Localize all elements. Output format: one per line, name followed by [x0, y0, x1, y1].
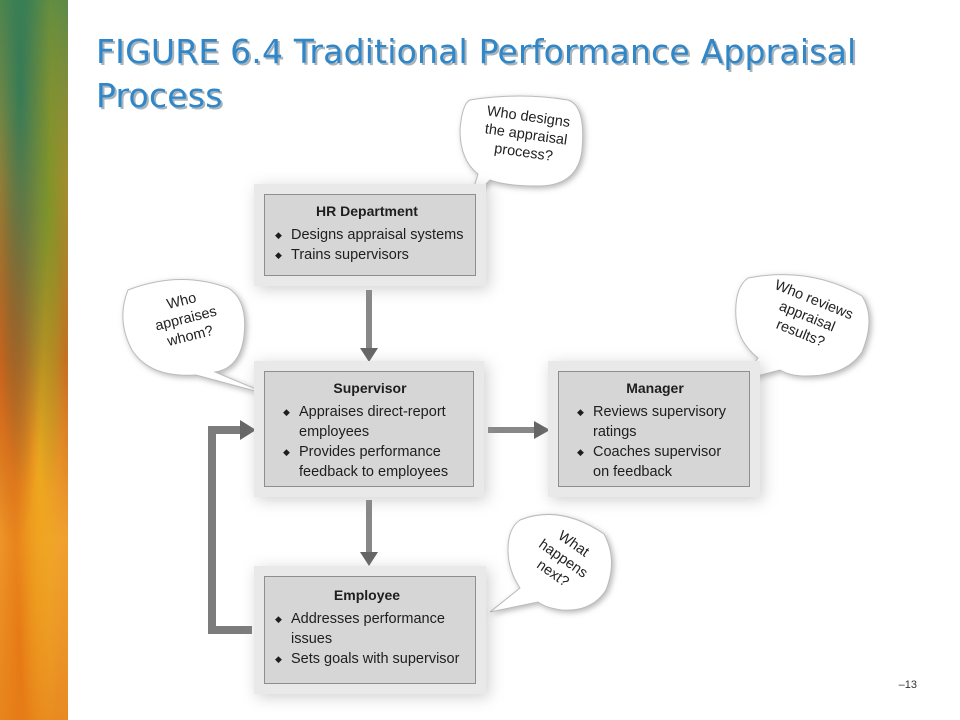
supervisor-item: Appraises direct-report employees: [277, 402, 463, 442]
employee-item: Addresses performance issues: [269, 609, 465, 649]
arrow-supervisor-to-manager: [488, 421, 550, 439]
employee-item: Sets goals with supervisor: [269, 649, 465, 669]
manager-item: Reviews supervisory ratings: [571, 402, 739, 442]
speech-bubble-next: [489, 514, 612, 613]
supervisor-box: Supervisor Appraises direct-report emplo…: [264, 371, 474, 487]
decorative-side-bar: [0, 0, 68, 720]
speech-bubble-reviews: [735, 274, 870, 381]
speech-bubble-designs: [459, 95, 584, 201]
figure-title: FIGURE 6.4 Traditional Performance Appra…: [96, 32, 857, 115]
speech-bubble-appraises: [122, 278, 271, 396]
arrow-hr-to-supervisor: [360, 290, 378, 362]
manager-box: Manager Reviews supervisory ratings Coac…: [558, 371, 750, 487]
supervisor-item: Provides performance feedback to employe…: [277, 442, 463, 482]
manager-title: Manager: [626, 380, 684, 396]
employee-box: Employee Addresses performance issues Se…: [264, 576, 476, 684]
hr-department-box: HR Department Designs appraisal systems …: [264, 194, 476, 276]
hr-item: Trains supervisors: [269, 245, 465, 265]
arrow-supervisor-to-employee: [360, 500, 378, 566]
arrow-employee-to-supervisor: [208, 420, 256, 634]
supervisor-title: Supervisor: [333, 380, 407, 396]
hr-department-title: HR Department: [316, 203, 418, 219]
page-number: –13: [898, 679, 917, 691]
employee-title: Employee: [333, 587, 401, 603]
hr-item: Designs appraisal systems: [269, 225, 465, 245]
manager-item: Coaches supervisor on feedback: [571, 442, 739, 482]
